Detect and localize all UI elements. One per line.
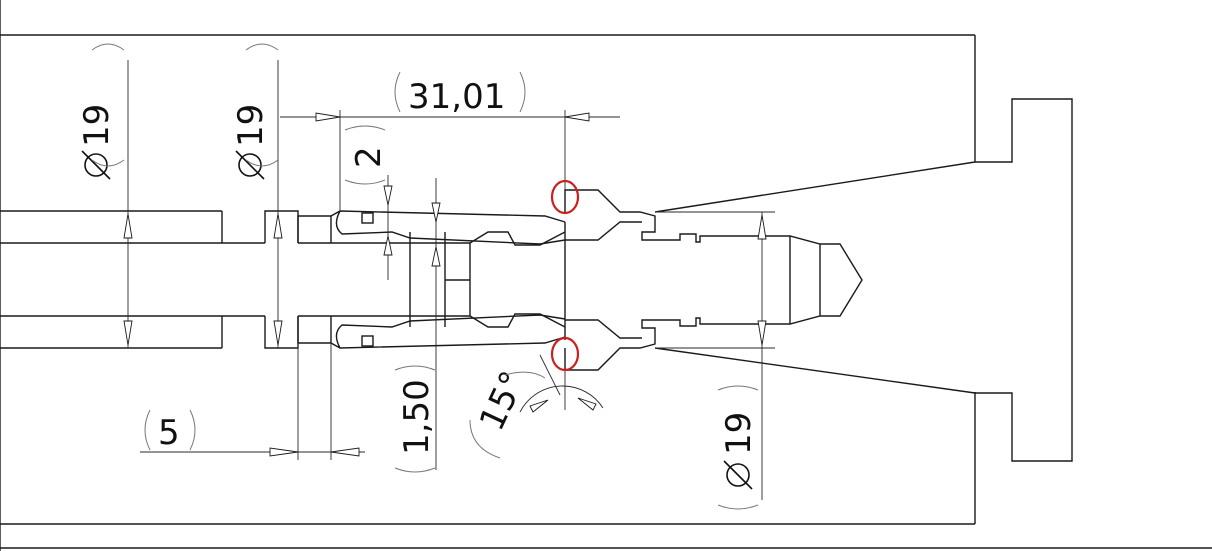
dim-text-length-bottom-left: 5 <box>158 413 180 453</box>
red-circle-marker-icon <box>550 179 580 372</box>
dim-length-top: 31,01 <box>394 71 526 117</box>
housing-flange <box>654 98 1073 462</box>
dim-text-dia-left-2: 19 <box>231 104 271 147</box>
dim-text-thickness-bottom: 1,50 <box>397 379 437 455</box>
dim-gap-top: 2 <box>344 125 389 185</box>
dim-text-angle: 15° <box>472 365 534 437</box>
shaft-left <box>0 210 470 349</box>
connector-right <box>564 189 863 371</box>
dim-diameter-right: 19 <box>717 385 759 510</box>
center-body <box>469 231 566 328</box>
diameter-symbol-icon <box>723 460 753 490</box>
dim-text-gap-top: 2 <box>349 146 389 168</box>
angle-arc <box>519 385 604 413</box>
diameter-symbol-icon <box>235 150 265 180</box>
dim-text-length-top: 31,01 <box>408 77 505 117</box>
dim-length-bottom-left: 5 <box>144 409 196 453</box>
dim-thickness-bottom: 1,50 <box>394 365 437 473</box>
dimension-arrows <box>123 112 767 457</box>
dim-diameter-left-2: 19 <box>231 43 279 180</box>
dim-text-dia-right: 19 <box>719 412 759 455</box>
dim-diameter-left-1: 19 <box>77 43 125 180</box>
diameter-symbol-icon <box>81 150 111 180</box>
dim-text-dia-left-1: 19 <box>77 104 117 147</box>
gripper-fingers <box>330 210 566 349</box>
